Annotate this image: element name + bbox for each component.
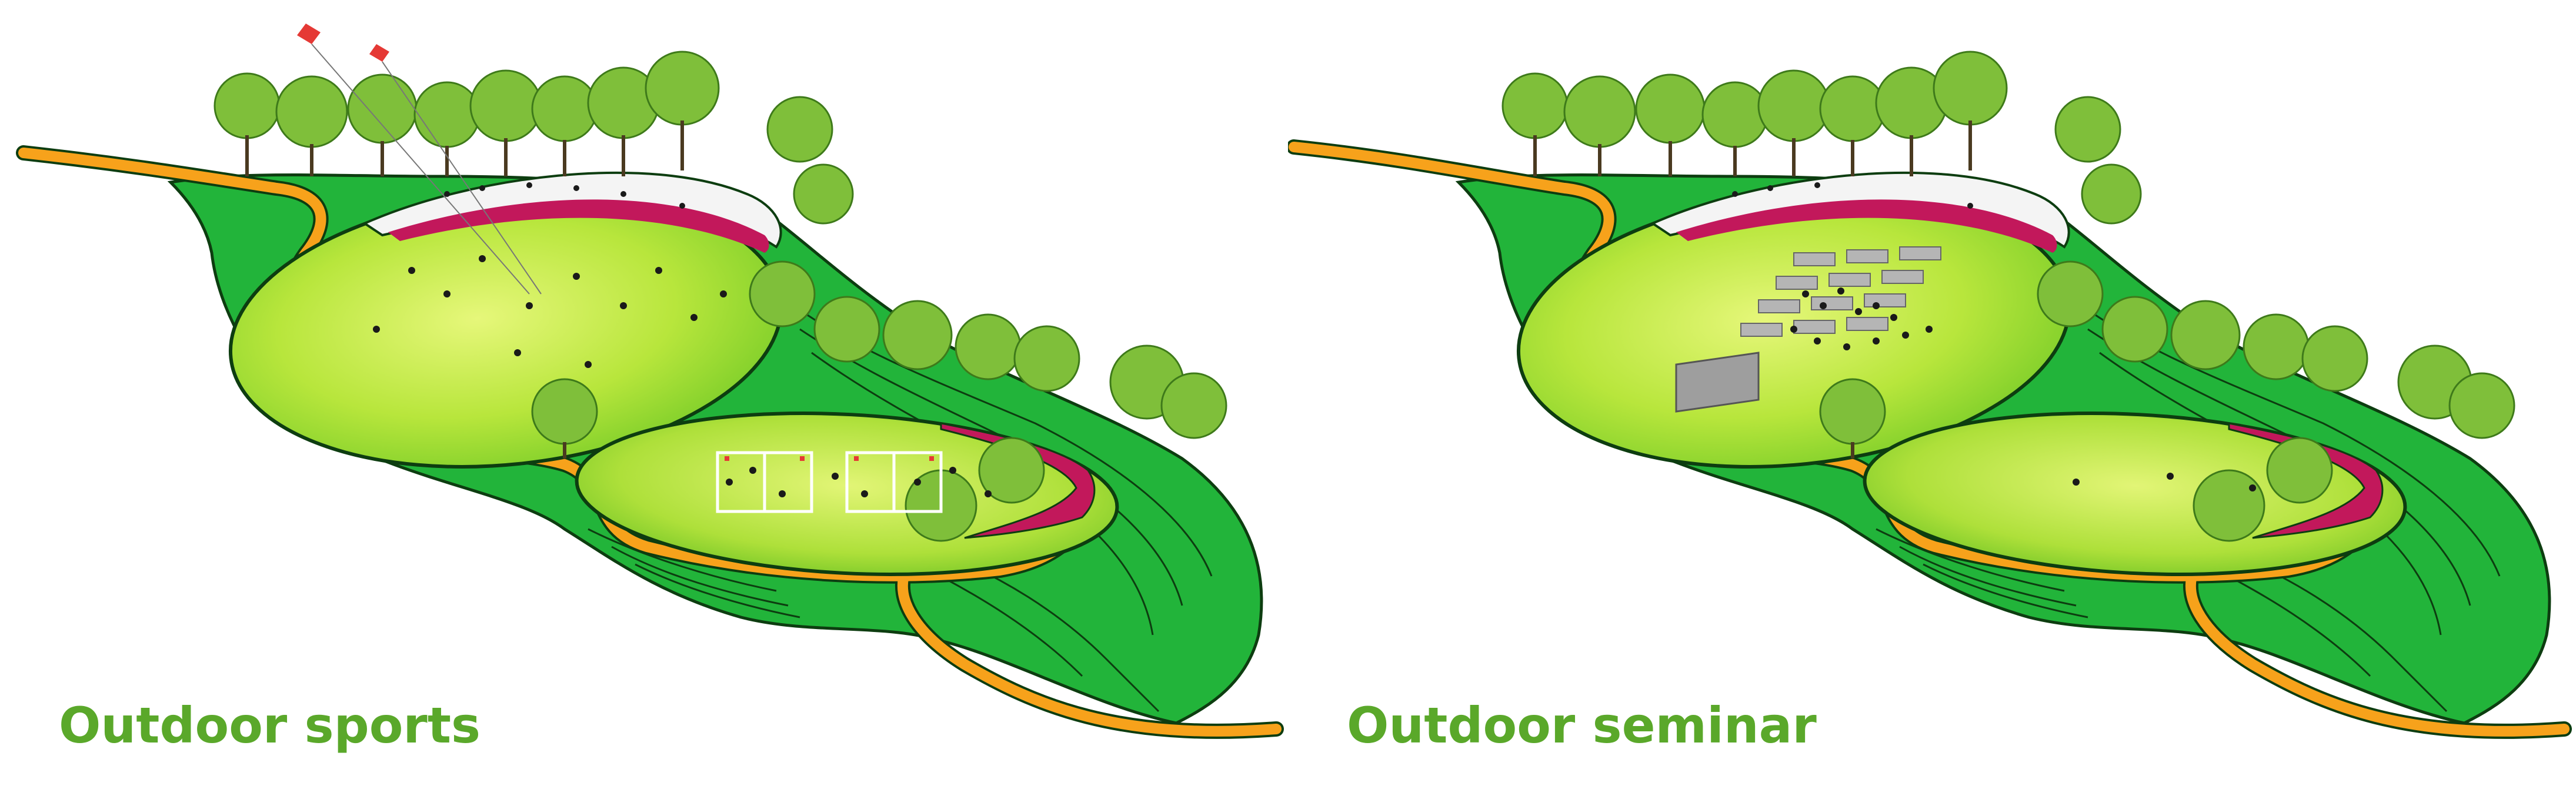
panel-outdoor-seminar: Outdoor seminar xyxy=(1288,0,2576,796)
seminar-screen xyxy=(1675,352,1760,413)
landscape-illustration-sports xyxy=(16,24,1284,739)
ball-courts xyxy=(716,451,943,513)
tree-row xyxy=(1501,51,2515,542)
canopy-magenta xyxy=(1676,199,2057,253)
audience xyxy=(1732,182,2256,491)
seating-rows xyxy=(1740,246,1941,337)
canopy-magenta xyxy=(388,199,769,253)
kites xyxy=(297,24,542,295)
landscape-illustration-seminar xyxy=(1288,51,2572,739)
caption-outdoor-sports: Outdoor sports xyxy=(59,697,481,754)
people xyxy=(373,182,992,497)
canopy-magenta-lower xyxy=(2228,422,2384,539)
caption-outdoor-seminar: Outdoor seminar xyxy=(1347,697,1817,754)
court-posts xyxy=(725,456,934,461)
panel-outdoor-sports: Outdoor sports xyxy=(16,24,1284,754)
tree-row xyxy=(213,51,1227,542)
canopy-magenta-lower xyxy=(940,422,1096,539)
